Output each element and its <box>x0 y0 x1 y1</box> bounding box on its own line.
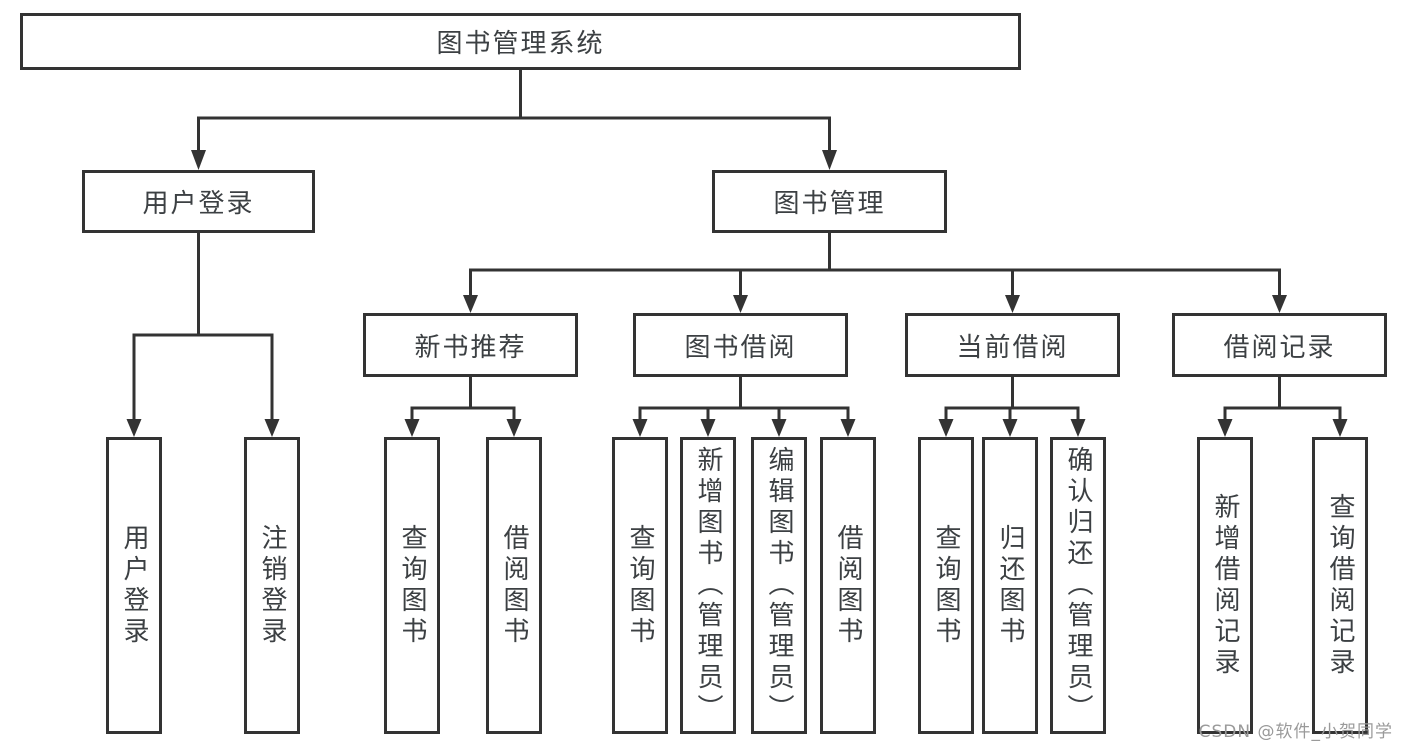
leaf-recommend-borrow-book: 借阅图书 <box>486 437 542 734</box>
node-borrow-record: 借阅记录 <box>1172 313 1387 377</box>
node-book-management-label: 图书管理 <box>773 189 886 219</box>
node-new-book-recommend-label: 新书推荐 <box>414 332 527 363</box>
leaf-current-return-book-label: 归还图书 <box>995 523 1025 648</box>
edge-book-borrow-to-leaves <box>632 377 856 437</box>
node-root: 图书管理系统 <box>20 13 1021 70</box>
leaf-recommend-borrow-book-label: 借阅图书 <box>499 523 529 648</box>
edge-new-book-recommend-to-leaves <box>404 377 522 437</box>
leaf-user-login: 用户登录 <box>106 437 162 734</box>
leaf-record-query-label: 查询借阅记录 <box>1325 492 1355 679</box>
node-user-login-label: 用户登录 <box>142 189 255 219</box>
leaf-current-confirm-return: 确认归还（管理员） <box>1050 437 1106 734</box>
node-book-management: 图书管理 <box>712 170 947 233</box>
leaf-record-query: 查询借阅记录 <box>1312 437 1368 734</box>
leaf-borrow-edit-book: 编辑图书（管理员） <box>751 437 807 734</box>
leaf-logout-label: 注销登录 <box>257 523 287 648</box>
leaf-recommend-query-book: 查询图书 <box>384 437 440 734</box>
leaf-user-login-label: 用户登录 <box>119 523 149 648</box>
edge-borrow-record-to-leaves <box>1217 377 1348 437</box>
leaf-logout: 注销登录 <box>244 437 300 734</box>
csdn-watermark: CSDN @软件_小贺同学 <box>1198 722 1393 742</box>
leaf-record-add: 新增借阅记录 <box>1197 437 1253 734</box>
node-book-borrow-label: 图书借阅 <box>684 332 797 363</box>
leaf-borrow-query-book: 查询图书 <box>612 437 668 734</box>
leaf-record-add-label: 新增借阅记录 <box>1210 492 1240 679</box>
leaf-borrow-query-book-label: 查询图书 <box>625 523 655 648</box>
node-user-login: 用户登录 <box>82 170 315 233</box>
node-borrow-record-label: 借阅记录 <box>1223 332 1336 363</box>
edge-current-borrow-to-leaves <box>938 377 1086 437</box>
leaf-current-query-book: 查询图书 <box>918 437 974 734</box>
leaf-current-query-book-label: 查询图书 <box>931 523 961 648</box>
node-new-book-recommend: 新书推荐 <box>363 313 578 377</box>
leaf-borrow-add-book: 新增图书（管理员） <box>680 437 736 734</box>
leaf-current-confirm-return-label: 确认归还（管理员） <box>1063 446 1093 725</box>
node-root-label: 图书管理系统 <box>436 29 605 59</box>
node-book-borrow: 图书借阅 <box>633 313 848 377</box>
leaf-borrow-edit-book-label: 编辑图书（管理员） <box>764 446 794 725</box>
node-current-borrow-label: 当前借阅 <box>956 332 1069 363</box>
leaf-current-return-book: 归还图书 <box>982 437 1038 734</box>
leaf-borrow-add-book-label: 新增图书（管理员） <box>693 446 723 725</box>
edge-user-login-to-leaves <box>126 233 280 437</box>
edge-root-to-level2 <box>191 70 837 170</box>
leaf-borrow-borrow-book: 借阅图书 <box>820 437 876 734</box>
edge-book-management-to-level3 <box>463 233 1287 313</box>
node-current-borrow: 当前借阅 <box>905 313 1120 377</box>
leaf-borrow-borrow-book-label: 借阅图书 <box>833 523 863 648</box>
leaf-recommend-query-book-label: 查询图书 <box>397 523 427 648</box>
